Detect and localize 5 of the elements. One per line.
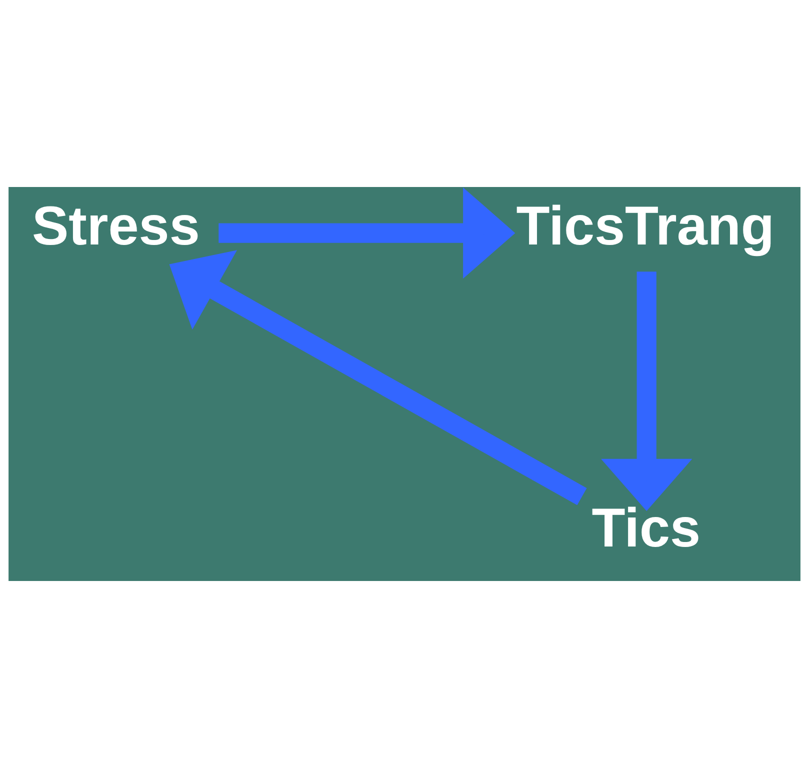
arrow bbox=[169, 250, 587, 505]
node-text: TicsTrang bbox=[516, 194, 774, 256]
arrow bbox=[600, 271, 692, 511]
node-text: Stress bbox=[32, 194, 200, 256]
node-text: Tics bbox=[592, 496, 701, 558]
